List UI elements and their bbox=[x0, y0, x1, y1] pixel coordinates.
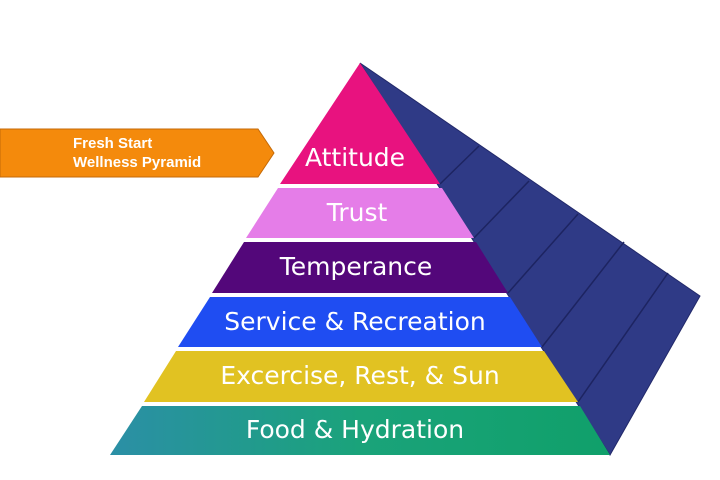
layer-label-temperance: Temperance bbox=[279, 252, 433, 281]
layer-trust bbox=[246, 188, 474, 238]
layer-service-recreation bbox=[178, 297, 542, 347]
pyramid-front-face bbox=[110, 63, 610, 455]
layer-label-trust: Trust bbox=[326, 198, 388, 227]
side-face-divider-lines bbox=[439, 145, 669, 403]
layer-label-food-hydration: Food & Hydration bbox=[246, 415, 464, 444]
layer-label-exercise-rest-sun: Excercise, Rest, & Sun bbox=[220, 361, 499, 390]
layer-food-hydration bbox=[110, 406, 610, 455]
title-line-2: Wellness Pyramid bbox=[73, 154, 201, 171]
layer-exercise-rest-sun bbox=[144, 351, 578, 402]
layer-label-service-recreation: Service & Recreation bbox=[224, 307, 485, 336]
layer-attitude bbox=[280, 63, 440, 184]
title-line-1: Fresh Start bbox=[73, 135, 152, 152]
layer-temperance bbox=[212, 242, 508, 293]
layer-label-attitude: Attitude bbox=[305, 143, 405, 172]
title-arrow-banner bbox=[0, 128, 275, 178]
